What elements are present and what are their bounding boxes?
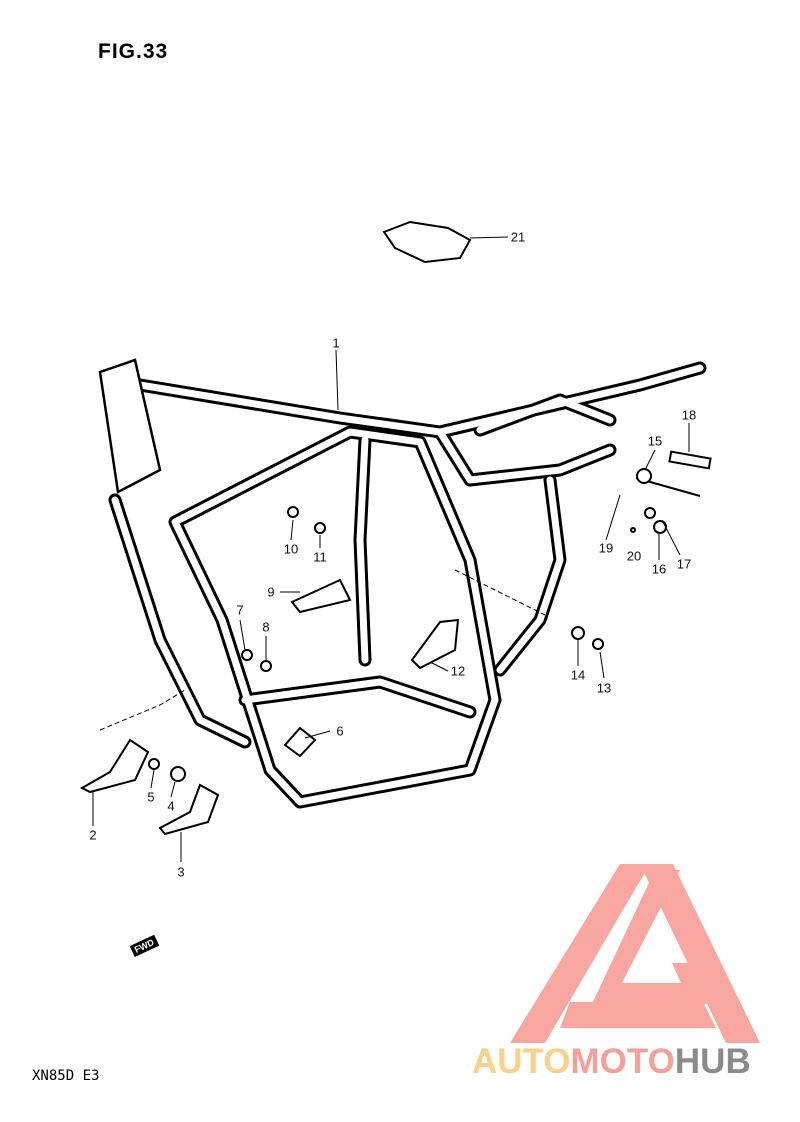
part-9-bracket xyxy=(290,578,352,614)
callout-7: 7 xyxy=(236,602,244,618)
callout-21: 21 xyxy=(510,229,526,245)
watermark-text: AUTOMOTOHUB xyxy=(472,1042,751,1082)
callout-8: 8 xyxy=(262,619,270,635)
callout-6: 6 xyxy=(336,723,344,739)
callout-13: 13 xyxy=(596,680,612,696)
part-12-bracket xyxy=(410,618,460,670)
callout-4: 4 xyxy=(167,798,175,814)
callout-17: 17 xyxy=(676,556,692,572)
callout-1: 1 xyxy=(332,335,340,351)
part-6-plate xyxy=(283,726,317,758)
callout-19: 19 xyxy=(598,540,614,556)
part-3-bracket xyxy=(158,783,220,836)
callout-18: 18 xyxy=(681,407,697,423)
callout-15: 15 xyxy=(647,433,663,449)
head-tube xyxy=(98,358,162,494)
watermark-auto: AUTO xyxy=(472,1042,571,1081)
callout-10: 10 xyxy=(283,541,299,557)
part-2-bracket xyxy=(79,738,150,794)
callout-14: 14 xyxy=(570,667,586,683)
watermark-moto: MOTO xyxy=(570,1042,675,1081)
callout-2: 2 xyxy=(89,827,97,843)
callout-3: 3 xyxy=(177,864,185,880)
part-21-cover xyxy=(382,220,472,264)
callout-20: 20 xyxy=(626,548,642,564)
callout-16: 16 xyxy=(651,561,667,577)
figure-title: FIG.33 xyxy=(98,40,169,63)
callout-11: 11 xyxy=(313,549,327,565)
watermark-hub: HUB xyxy=(674,1042,751,1081)
callout-5: 5 xyxy=(147,789,155,805)
model-code: XN85D E3 xyxy=(32,1068,100,1084)
part-18-pin xyxy=(668,450,712,470)
callout-9: 9 xyxy=(267,584,275,600)
callout-12: 12 xyxy=(450,663,466,679)
watermark-logo xyxy=(510,864,760,1043)
